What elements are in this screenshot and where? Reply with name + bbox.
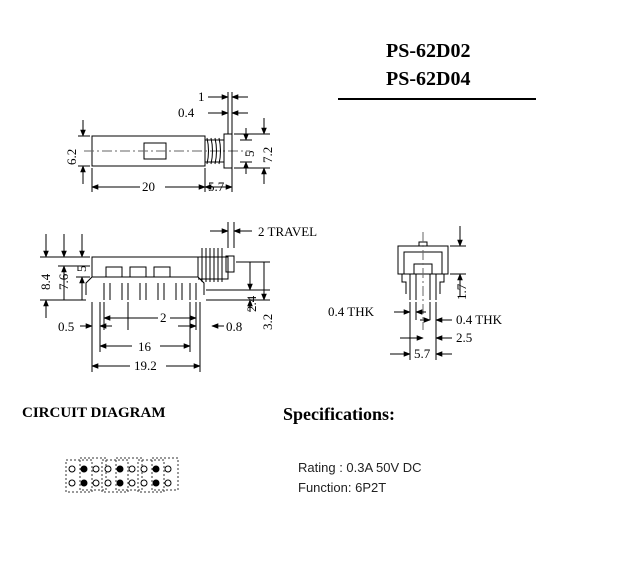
dim-end-5-7: 5.7 — [414, 346, 431, 361]
dim-side-16: 16 — [138, 339, 152, 354]
spec-function: Function: 6P2T — [298, 480, 387, 495]
side-actuator-outline — [198, 256, 229, 280]
dim-top-7-2: 7.2 — [260, 147, 275, 163]
side-actuator-ridges — [201, 248, 223, 282]
dim-end-0-4-thk-left: 0.4 THK — [328, 304, 375, 319]
part-number-1: PS-62D02 — [386, 40, 471, 62]
dim-side-2: 2 — [160, 310, 167, 325]
part-number-2: PS-62D04 — [386, 68, 471, 90]
dim-end-0-4-thk-right: 0.4 THK — [456, 312, 503, 327]
dim-side-2-4: 2.4 — [244, 295, 259, 312]
side-actuator-knob — [225, 255, 235, 273]
dim-top-5-7: 5.7 — [208, 179, 225, 194]
circuit-diagram — [65, 457, 179, 493]
top-view-drawing — [78, 92, 270, 192]
dim-side-3-2: 3.2 — [260, 314, 275, 330]
side-pins — [103, 283, 197, 300]
specifications-heading: Specifications: — [283, 404, 395, 424]
dim-side-5: 5 — [74, 266, 89, 273]
actuator-ridges — [206, 137, 221, 165]
actuator-outline — [205, 139, 224, 163]
side-view-body — [91, 256, 199, 278]
side-view-drawing — [40, 222, 270, 372]
side-legs — [85, 276, 205, 295]
end-view-drawing — [390, 226, 466, 360]
dim-end-2-5: 2.5 — [456, 330, 472, 345]
end-view-legs — [401, 274, 445, 294]
dim-end-1-7: 1.7 — [454, 283, 469, 300]
dim-top-5: 5 — [242, 151, 257, 158]
circuit-diagram-heading: CIRCUIT DIAGRAM — [22, 405, 166, 421]
spec-rating: Rating : 0.3A 50V DC — [298, 460, 422, 475]
dim-side-8-4: 8.4 — [38, 273, 53, 290]
circuit-contacts-row-2 — [68, 479, 172, 487]
dim-side-7-6: 7.6 — [56, 273, 71, 290]
dim-top-6-2: 6.2 — [64, 149, 79, 165]
dim-side-0-5: 0.5 — [58, 319, 74, 334]
dim-side-19-2: 19.2 — [134, 358, 157, 373]
dim-top-1: 1 — [198, 89, 205, 104]
circuit-contacts-row-1 — [68, 465, 172, 473]
side-view-bumps — [105, 266, 171, 277]
dim-travel: 2 TRAVEL — [258, 224, 317, 239]
dim-top-20: 20 — [142, 179, 155, 194]
dim-top-0-4: 0.4 — [178, 105, 195, 120]
dim-side-0-8: 0.8 — [226, 319, 242, 334]
